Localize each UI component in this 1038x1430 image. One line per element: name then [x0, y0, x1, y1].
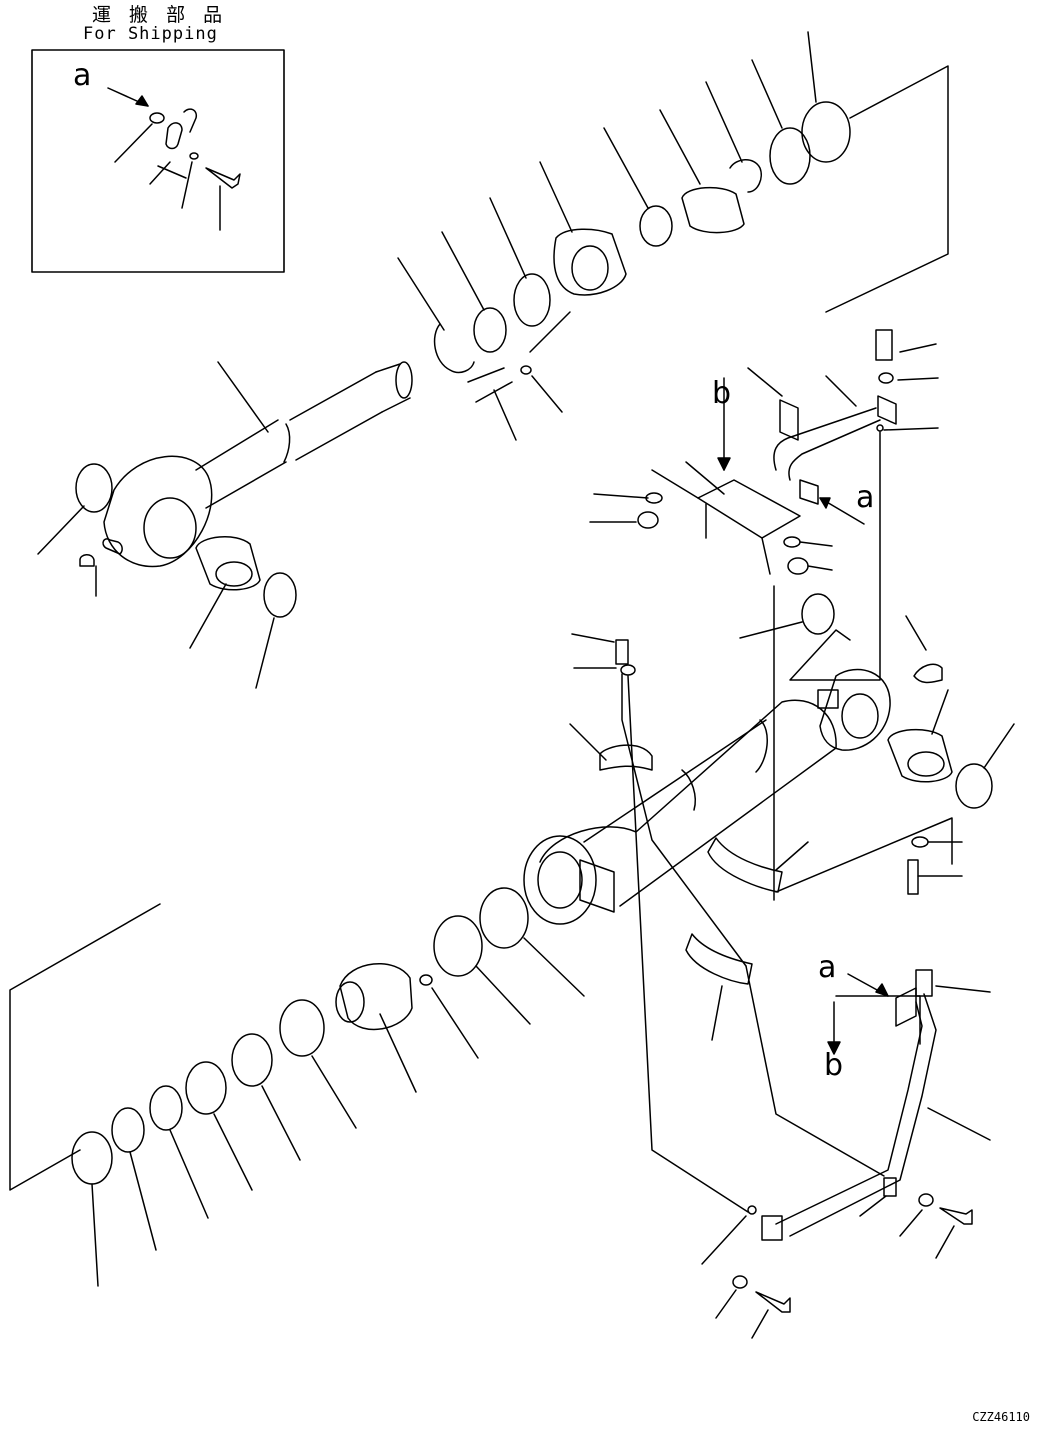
shipping-inset [31, 49, 285, 273]
clamp-bands [571, 633, 963, 1213]
lower-pipe [701, 969, 991, 1339]
shipping-label: For Shipping [83, 24, 218, 44]
cylinder-tube [523, 668, 891, 925]
cylinder-head-group [397, 31, 949, 441]
shipping-label-japanese: 運 搬 部 品 [92, 4, 229, 26]
callout-b-lower: b [824, 1048, 844, 1083]
figure-code: CZZ46110 [972, 1410, 1030, 1424]
rod-eye-bushing [37, 463, 297, 689]
upper-pipe [747, 329, 939, 525]
callout-a-right: a [856, 480, 875, 515]
bracket-plate-b [589, 377, 881, 901]
callout-b-top: b [712, 376, 732, 411]
callout-a-inset: a [73, 58, 92, 93]
piston-rod [102, 361, 413, 568]
bottom-eye-bushing [887, 615, 1015, 809]
piston-and-seals [9, 887, 585, 1287]
callout-a-lower: a [818, 950, 837, 985]
